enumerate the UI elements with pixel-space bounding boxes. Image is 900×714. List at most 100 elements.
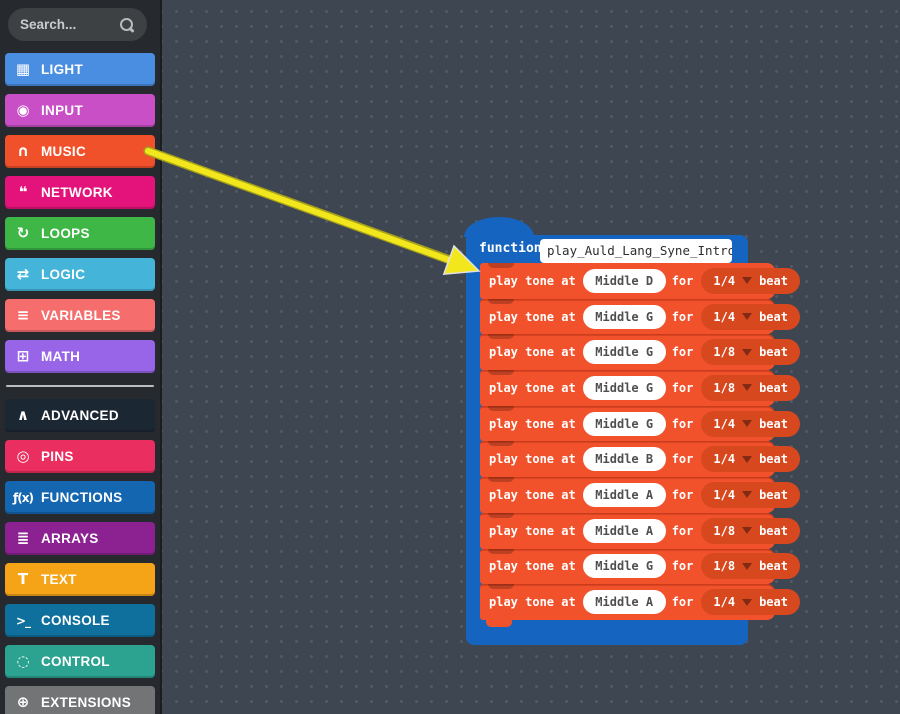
block-bottom-tab [486, 619, 512, 627]
note-value-field[interactable]: Middle G [582, 411, 666, 436]
chevron-down-icon [742, 598, 753, 606]
search-input[interactable]: Search... [8, 8, 147, 41]
play-tone-block[interactable]: play tone at Middle G for 1/8 beat [480, 334, 800, 371]
beat-value: 1/8 [713, 345, 736, 360]
sidebar-item-arrays[interactable]: ≣ ARRAYS [5, 522, 155, 555]
sidebar-item-logic[interactable]: ⇄ LOGIC [5, 258, 155, 291]
beat-dropdown[interactable]: 1/4 beat [701, 589, 800, 616]
sidebar-item-variables[interactable]: ≡ VARIABLES [5, 299, 155, 332]
chevron-down-icon [742, 491, 753, 499]
play-tone-label: play tone at [489, 309, 576, 324]
play-tone-block[interactable]: play tone at Middle G for 1/8 beat [480, 370, 800, 406]
play-tone-block[interactable]: play tone at Middle D for 1/4 beat [480, 263, 800, 299]
note-value-field[interactable]: Middle G [582, 340, 666, 365]
play-tone-block[interactable]: play tone at Middle G for 1/4 beat [480, 405, 800, 442]
for-label: for [671, 416, 694, 431]
sidebar-item-math[interactable]: ⊞ MATH [5, 340, 155, 373]
beat-dropdown[interactable]: 1/4 beat [701, 446, 800, 473]
beat-value: 1/8 [713, 559, 736, 574]
sidebar-item-extensions[interactable]: ⊕ EXTENSIONS [5, 686, 155, 714]
chevron-down-icon [742, 277, 753, 285]
chevron-up-icon: ∧ [16, 406, 30, 424]
text-icon: T [17, 570, 29, 588]
beat-unit-label: beat [759, 487, 788, 502]
beat-value: 1/4 [713, 595, 736, 610]
beat-value: 1/8 [713, 523, 736, 538]
beat-dropdown[interactable]: 1/8 beat [701, 374, 800, 401]
beat-dropdown[interactable]: 1/4 beat [701, 410, 800, 437]
sidebar-item-text[interactable]: T TEXT [5, 563, 155, 596]
sidebar-item-console[interactable]: >_ CONSOLE [5, 604, 155, 637]
beat-value: 1/4 [713, 309, 736, 324]
numbered-list-icon: ≣ [16, 529, 30, 547]
dotted-circle-icon: ◌ [16, 652, 30, 670]
play-tone-label: play tone at [489, 487, 576, 502]
note-value-field[interactable]: Middle G [582, 375, 666, 400]
block-canvas[interactable]: function play_Auld_Lang_Syne_Intro play … [160, 0, 900, 714]
target-icon: ◉ [16, 101, 30, 119]
play-tone-block[interactable]: play tone at Middle A for 1/4 beat [480, 477, 800, 513]
for-label: for [671, 595, 694, 610]
for-label: for [671, 309, 694, 324]
plus-circle-icon: ⊕ [16, 693, 30, 711]
beat-dropdown[interactable]: 1/4 beat [701, 481, 800, 508]
chevron-down-icon [742, 527, 753, 535]
beat-unit-label: beat [759, 309, 788, 324]
note-value-field[interactable]: Middle D [582, 268, 666, 293]
for-label: for [671, 380, 694, 395]
beat-unit-label: beat [759, 345, 788, 360]
note-value-field[interactable]: Middle G [582, 304, 666, 329]
function-name-field[interactable]: play_Auld_Lang_Syne_Intro [540, 239, 732, 263]
play-tone-block[interactable]: play tone at Middle G for 1/4 beat [480, 298, 800, 335]
for-label: for [671, 559, 694, 574]
play-tone-block[interactable]: play tone at Middle G for 1/8 beat [480, 548, 800, 585]
bullseye-icon: ◎ [16, 447, 30, 465]
beat-dropdown[interactable]: 1/4 beat [701, 267, 800, 294]
beat-unit-label: beat [759, 273, 788, 288]
sidebar-item-light[interactable]: ▦ LIGHT [5, 53, 155, 86]
beat-unit-label: beat [759, 595, 788, 610]
function-keyword-label: function [479, 241, 542, 256]
beat-value: 1/4 [713, 487, 736, 502]
play-tone-label: play tone at [489, 595, 576, 610]
chevron-down-icon [742, 313, 753, 321]
for-label: for [671, 487, 694, 502]
sidebar-item-network[interactable]: ❝ NETWORK [5, 176, 155, 209]
beat-value: 1/4 [713, 416, 736, 431]
sidebar-item-loops[interactable]: ↻ LOOPS [5, 217, 155, 250]
sidebar-item-functions[interactable]: ƒ(x) FUNCTIONS [5, 481, 155, 514]
play-tone-block[interactable]: play tone at Middle B for 1/4 beat [480, 441, 800, 478]
beat-dropdown[interactable]: 1/8 beat [701, 339, 800, 366]
headphones-icon: ∩ [16, 142, 30, 160]
play-tone-block[interactable]: play tone at Middle A for 1/4 beat [480, 584, 800, 620]
beat-unit-label: beat [759, 416, 788, 431]
list-lines-icon: ≡ [16, 306, 30, 324]
beat-dropdown[interactable]: 1/8 beat [701, 517, 800, 544]
beat-unit-label: beat [759, 559, 788, 574]
note-value-field[interactable]: Middle A [582, 590, 666, 615]
note-value-field[interactable]: Middle A [582, 482, 666, 507]
play-tone-block[interactable]: play tone at Middle A for 1/8 beat [480, 512, 800, 549]
sidebar-item-pins[interactable]: ◎ PINS [5, 440, 155, 473]
sidebar-item-control[interactable]: ◌ CONTROL [5, 645, 155, 678]
sidebar-item-advanced[interactable]: ∧ ADVANCED [5, 399, 155, 432]
function-icon: ƒ(x) [13, 490, 34, 505]
play-tone-label: play tone at [489, 523, 576, 538]
shuffle-icon: ⇄ [16, 265, 30, 283]
play-tone-label: play tone at [489, 452, 576, 467]
beat-dropdown[interactable]: 1/8 beat [701, 553, 800, 580]
note-value-field[interactable]: Middle A [582, 518, 666, 543]
category-list: ▦ LIGHT ◉ INPUT ∩ MUSIC ❝ NETWORK ↻ LOOP… [0, 53, 160, 714]
advanced-divider [6, 385, 154, 387]
note-value-field[interactable]: Middle B [582, 447, 666, 472]
sidebar-item-input[interactable]: ◉ INPUT [5, 94, 155, 127]
sidebar-item-music[interactable]: ∩ MUSIC [5, 135, 155, 168]
for-label: for [671, 452, 694, 467]
note-value-field[interactable]: Middle G [582, 554, 666, 579]
chevron-down-icon [742, 420, 753, 428]
function-block-hat [464, 217, 534, 237]
play-tone-label: play tone at [489, 416, 576, 431]
play-tone-label: play tone at [489, 380, 576, 395]
grid-icon: ▦ [15, 60, 31, 78]
beat-dropdown[interactable]: 1/4 beat [701, 303, 800, 330]
